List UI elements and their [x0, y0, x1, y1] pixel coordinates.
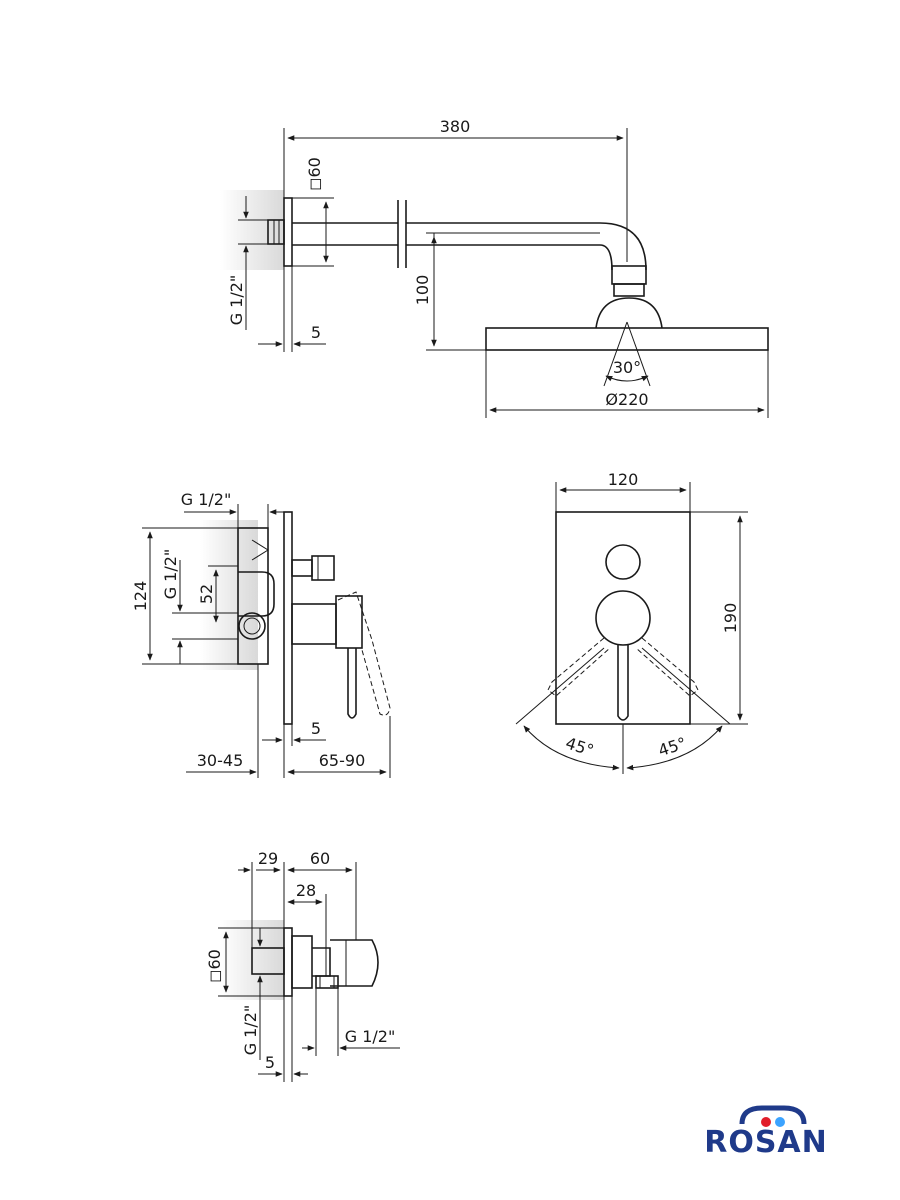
dim-100: 100	[413, 275, 432, 306]
dim-380: 380	[440, 117, 471, 136]
dim-g12-arm: G 1/2"	[227, 275, 246, 326]
dim-30deg: 30°	[613, 358, 641, 377]
dim-120: 120	[608, 470, 639, 489]
mixer-side-view: G 1/2" 124 G 1/2" 52 5 30-45 65-90	[131, 490, 391, 778]
arm-thread	[267, 219, 285, 245]
shower-arm-view: 380 ◻60 G 1/2" 5 100 30° Ø220	[220, 117, 769, 418]
diverter-button	[311, 555, 335, 581]
hose-connector	[315, 975, 339, 989]
brand-logo: ROSAN	[704, 1105, 828, 1160]
dim-45-left: 45°	[563, 733, 596, 760]
wall-shading	[200, 520, 258, 670]
dim-29: 29	[258, 849, 278, 868]
logo-text: ROSAN	[704, 1125, 828, 1160]
ball-joint	[595, 297, 663, 329]
logo-red-dot	[761, 1117, 771, 1127]
dim-g12-top: G 1/2"	[181, 490, 232, 509]
outlet-view: 29 60 28 ◻60 G 1/2" G 1/2" 5	[205, 849, 400, 1082]
handle-base	[335, 595, 363, 649]
dim-5-arm: 5	[311, 323, 321, 342]
dim-g12-outlet-left: G 1/2"	[241, 1005, 260, 1056]
logo-blue-dot	[775, 1117, 785, 1127]
dim-g12-outlet-right: G 1/2"	[345, 1027, 396, 1046]
arm-flange	[283, 197, 293, 267]
dim-28: 28	[296, 881, 316, 900]
cover-plate	[283, 511, 293, 725]
outlet-flange	[283, 927, 293, 997]
dim-30-45: 30-45	[197, 751, 244, 770]
front-handle-hub	[595, 590, 651, 646]
mixer-body	[237, 527, 269, 665]
dim-124: 124	[131, 581, 150, 612]
dim-5-outlet: 5	[265, 1053, 275, 1072]
dim-190: 190	[721, 603, 740, 634]
shower-head	[485, 327, 769, 351]
dim-g12-left: G 1/2"	[161, 549, 180, 600]
dim-60-outlet: 60	[310, 849, 330, 868]
dim-45-right: 45°	[656, 733, 689, 760]
front-diverter	[605, 544, 641, 580]
wall-shading	[220, 190, 284, 270]
dim-5-mixer: 5	[311, 719, 321, 738]
front-lever	[617, 644, 629, 721]
shower-holder	[330, 939, 379, 987]
dim-220: Ø220	[605, 390, 648, 409]
mixer-outlet	[238, 612, 266, 640]
dim-52: 52	[197, 584, 216, 604]
dim-sq60-outlet: ◻60	[205, 949, 224, 983]
dim-sq60: ◻60	[305, 157, 324, 191]
mixer-front-view: 120 190 45° 45°	[515, 470, 748, 774]
dim-65-90: 65-90	[319, 751, 366, 770]
front-plate	[555, 511, 691, 725]
handle-lever	[347, 648, 357, 719]
outlet-thread	[251, 947, 285, 975]
